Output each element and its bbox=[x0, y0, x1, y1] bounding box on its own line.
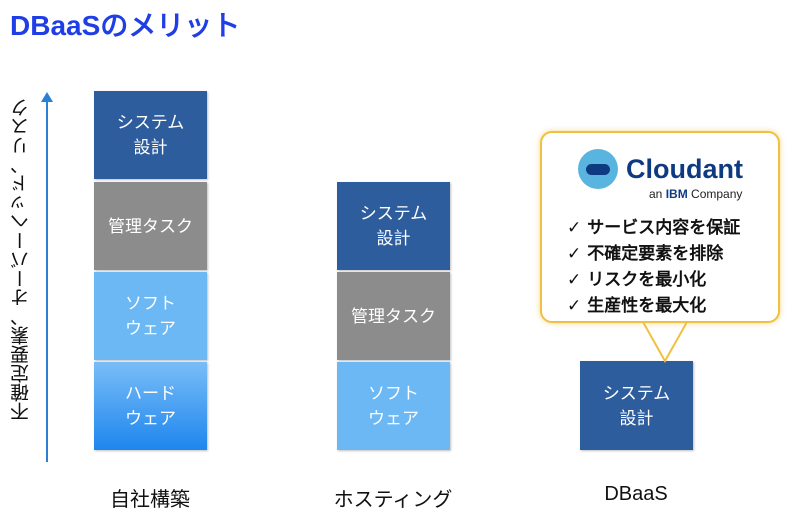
axis-label: 不確定要素、オーバーヘッド、リスク bbox=[11, 98, 32, 422]
arrow-up-icon bbox=[41, 92, 53, 102]
sub-prefix: an bbox=[649, 187, 666, 201]
block-management-tasks: 管理タスク bbox=[337, 272, 450, 360]
check-icon: ✓ bbox=[567, 218, 582, 237]
block-hardware: ハード ウェア bbox=[94, 362, 207, 450]
list-item: ✓ サービス内容を保証 bbox=[567, 215, 740, 241]
block-software: ソフト ウェア bbox=[337, 362, 450, 450]
benefit-text: 不確定要素を排除 bbox=[587, 244, 724, 263]
brand-name: Cloudant bbox=[626, 153, 743, 184]
list-item: ✓ リスクを最小化 bbox=[567, 267, 740, 293]
list-item: ✓ 不確定要素を排除 bbox=[567, 241, 740, 267]
block-system-design: システム 設計 bbox=[580, 361, 693, 450]
check-icon: ✓ bbox=[567, 270, 582, 289]
cloudant-callout: Cloudant an IBM Company ✓ サービス内容を保証 ✓ 不確定要… bbox=[540, 131, 780, 323]
slide-title: DBaaSのメリット bbox=[10, 10, 241, 41]
sub-suffix: Company bbox=[687, 187, 743, 201]
check-icon: ✓ bbox=[567, 244, 582, 263]
sub-ibm: IBM bbox=[665, 187, 688, 201]
cloud-icon bbox=[578, 149, 618, 189]
benefit-text: リスクを最小化 bbox=[587, 270, 707, 289]
column-label-hosting: ホスティング bbox=[333, 489, 453, 511]
brand-subtitle: an IBM Company bbox=[649, 187, 742, 201]
benefit-text: サービス内容を保証 bbox=[587, 218, 741, 237]
column-label-dbaas: DBaaS bbox=[604, 483, 668, 505]
check-icon: ✓ bbox=[567, 296, 582, 315]
benefit-list: ✓ サービス内容を保証 ✓ 不確定要素を排除 ✓ リスクを最小化 ✓ 生産性を最大化 bbox=[567, 215, 740, 319]
block-software: ソフト ウェア bbox=[94, 272, 207, 360]
axis-arrow-line bbox=[46, 96, 48, 462]
benefit-text: 生産性を最大化 bbox=[587, 296, 707, 315]
block-system-design: システム 設計 bbox=[337, 182, 450, 270]
list-item: ✓ 生産性を最大化 bbox=[567, 293, 740, 319]
block-management-tasks: 管理タスク bbox=[94, 182, 207, 270]
column-label-onpremise: 自社構築 bbox=[110, 489, 190, 511]
block-system-design: システム 設計 bbox=[94, 91, 207, 179]
cloudant-logo: Cloudant bbox=[578, 149, 743, 189]
callout-tail bbox=[643, 321, 687, 363]
